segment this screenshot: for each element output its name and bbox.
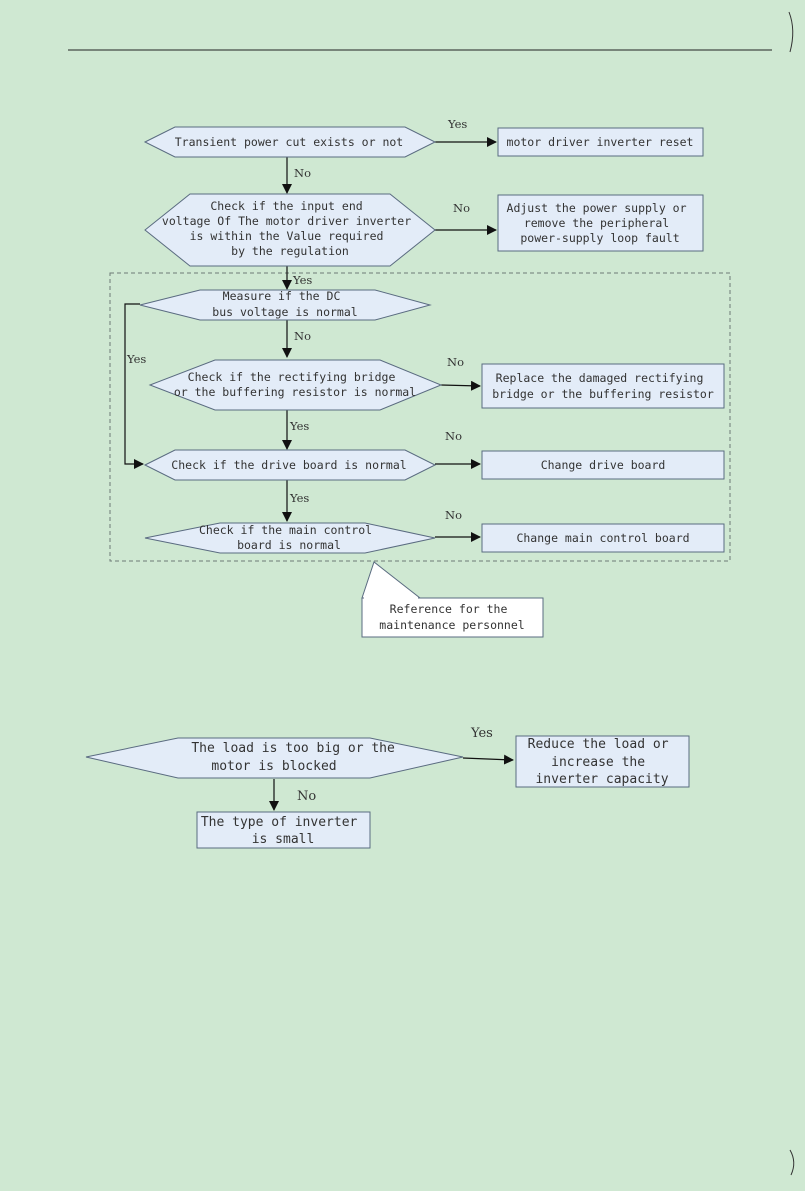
text-n6: Check if the main control board is norma… [199,523,379,552]
node-change-drive-board [481,450,725,480]
text-callout: Reference for the maintenance personnel [379,602,524,632]
label-yes: Yes [470,726,493,741]
node-drive-board-check [143,449,437,481]
node-main-control-check [144,522,436,554]
text-d1: The load is too big or the motor is bloc… [191,741,402,774]
text-line: The type of inverter [201,815,358,830]
text-line: increase the [551,755,645,770]
text-line: Transient power cut exists or not [175,135,403,149]
maintenance-region [109,272,731,562]
text-n2: Check if the input end voltage Of The mo… [162,199,418,258]
text-r5: Change drive board [541,458,666,472]
label-yes2: Yes [292,273,312,287]
text-line: Check if the input end [210,199,362,213]
text-line: Check if the drive board is normal [171,458,406,472]
edge-d1-r1 [462,754,514,765]
node-inverter-reset [497,127,704,157]
node-replace-rectifier [481,363,725,409]
text-line: Measure if the DC [223,289,341,303]
node-dc-bus-check [139,289,432,321]
text-r2: Adjust the power supply or remove the pe… [507,201,694,245]
label-yes-loop: Yes [126,352,146,366]
label-no6: No [445,508,462,522]
text-line: maintenance personnel [379,618,524,632]
label-no4: No [447,355,464,369]
text-line: is within the Value required [190,229,384,243]
flowchart-power-fault: Transient power cut exists or not motor … [109,117,731,638]
corner-mark-top [788,11,794,53]
callout-pointer [361,561,422,599]
text-d2-r2: The type of inverter is small [201,815,365,847]
label-no1: No [294,166,311,180]
edge-n3-n5-loop [124,303,144,469]
label-no5: No [445,429,462,443]
label-yes1: Yes [447,117,467,131]
text-d2-r1: Reduce the load or increase the inverter… [528,737,677,787]
node-load-too-big [85,737,464,779]
node-rectifier-check [148,359,443,411]
node-adjust-power-supply [497,194,704,252]
text-line: Adjust the power supply or [507,201,687,215]
text-line: The load is too big or the [191,741,395,756]
text-n1: Transient power cut exists or not [175,135,403,149]
node-reduce-load [515,735,690,788]
node-inverter-small [196,811,371,849]
text-r4: Replace the damaged rectifying bridge or… [492,371,714,401]
text-line: by the regulation [231,244,349,258]
text-r1: motor driver inverter reset [507,135,694,149]
text-n3: Measure if the DC bus voltage is normal [212,289,357,319]
label-no3: No [294,329,311,343]
text-line: Replace the damaged rectifying [496,371,704,385]
text-line: remove the peripheral [524,216,669,230]
node-transient-power-cut [143,126,437,158]
text-line: motor is blocked [211,759,336,774]
corner-mark-bottom [789,1149,795,1176]
text-r6: Change main control board [516,531,689,545]
edge-n4-r4 [440,380,481,391]
label-yes4: Yes [289,419,309,433]
text-line: voltage Of The motor driver inverter [162,214,411,228]
node-change-main-control [481,523,725,553]
text-line: Check if the main control [199,523,372,537]
text-line: is small [252,832,315,847]
text-n4: Check if the rectifying bridge or the bu… [174,370,416,399]
text-line: board is normal [237,538,341,552]
label-no2: No [453,201,470,215]
text-line: Change drive board [541,458,666,472]
label-no: No [297,789,316,804]
text-line: motor driver inverter reset [507,135,694,149]
text-line: bus voltage is normal [212,305,357,319]
text-line: Check if the rectifying bridge [188,370,396,384]
node-input-voltage-check [144,193,436,267]
flowchart-overload: The load is too big or the motor is bloc… [85,726,690,849]
text-line: power-supply loop fault [520,231,679,245]
callout-box [361,597,544,638]
text-line: inverter capacity [535,772,668,787]
text-line: Change main control board [516,531,689,545]
text-line: or the buffering resistor is normal [174,385,416,399]
text-line: bridge or the buffering resistor [492,387,714,401]
text-line: Reduce the load or [528,737,669,752]
text-line: Reference for the [390,602,508,616]
label-yes5: Yes [289,491,309,505]
text-n5: Check if the drive board is normal [171,458,406,472]
